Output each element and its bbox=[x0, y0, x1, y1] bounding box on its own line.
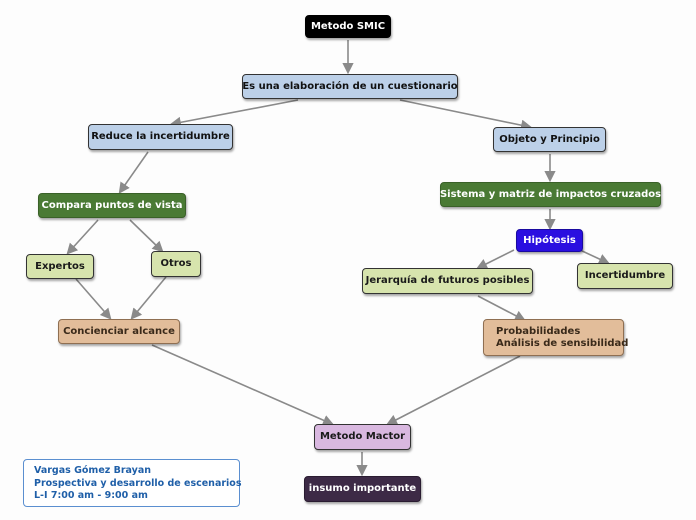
node-jerarquia[interactable]: Jerarquía de futuros posibles bbox=[362, 268, 533, 294]
node-cuestionario[interactable]: Es una elaboración de un cuestionario bbox=[242, 74, 458, 99]
node-compara-puntos[interactable]: Compara puntos de vista bbox=[38, 193, 186, 218]
edge-concienciar-mactor bbox=[151, 344, 335, 426]
node-reduce-incertidumbre[interactable]: Reduce la incertidumbre bbox=[88, 124, 233, 150]
node-insumo-importante[interactable]: insumo importante bbox=[304, 476, 421, 502]
node-sistema-matriz[interactable]: Sistema y matriz de impactos cruzados bbox=[440, 182, 661, 207]
edge-hipotesis-incertidumbre bbox=[579, 249, 611, 265]
edge-probabilidades-mactor bbox=[386, 355, 521, 426]
edge-jerarquia-probabilidades bbox=[477, 295, 526, 322]
node-otros[interactable]: Otros bbox=[151, 251, 201, 277]
node-expertos[interactable]: Expertos bbox=[26, 254, 94, 279]
probabilidades-line-1: Probabilidades bbox=[496, 325, 581, 337]
course-name: Prospectiva y desarrollo de escenarios bbox=[34, 477, 242, 489]
node-metodo-mactor[interactable]: Metodo Mactor bbox=[314, 424, 411, 450]
author-info-box: Vargas Gómez Brayan Prospectiva y desarr… bbox=[23, 459, 242, 507]
edge-cuestionario-reduce bbox=[169, 99, 299, 128]
edge-reduce-compara bbox=[118, 151, 149, 194]
edge-compara-expertos bbox=[66, 219, 99, 255]
node-hipotesis[interactable]: Hipótesis bbox=[516, 229, 583, 252]
node-incertidumbre[interactable]: Incertidumbre bbox=[577, 263, 673, 289]
node-concienciar-alcance[interactable]: Concienciar alcance bbox=[58, 319, 180, 344]
probabilidades-line-2: Análisis de sensibilidad bbox=[496, 337, 629, 349]
node-probabilidades[interactable]: Probabilidades Análisis de sensibilidad bbox=[483, 319, 628, 356]
edge-hipotesis-jerarquia bbox=[475, 249, 515, 270]
edge-cuestionario-objeto bbox=[399, 99, 533, 131]
edge-expertos-concienciar bbox=[75, 278, 112, 320]
author-name: Vargas Gómez Brayan bbox=[34, 465, 152, 476]
schedule: L-I 7:00 am - 9:00 am bbox=[34, 490, 148, 501]
node-metodo-smic[interactable]: Metodo SMIC bbox=[305, 15, 391, 38]
edge-compara-otros bbox=[129, 219, 164, 253]
edge-otros-concienciar bbox=[130, 276, 167, 320]
node-objeto-principio[interactable]: Objeto y Principio bbox=[493, 127, 606, 152]
